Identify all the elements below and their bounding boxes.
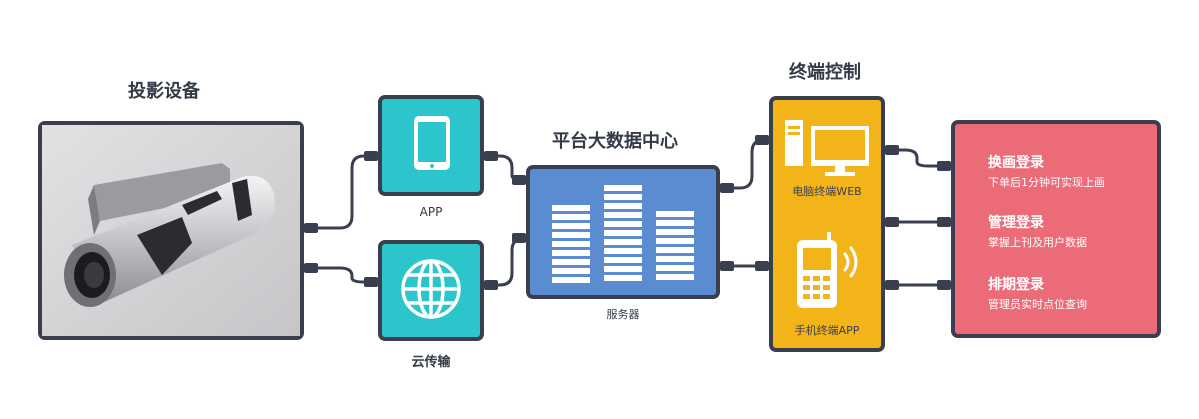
mobile-phone-icon [797,232,858,308]
globe-icon [401,259,461,319]
server-caption: 服务器 [606,308,640,321]
login-subtitle-admin: 掌握上刊及用户数据 [988,236,1087,249]
device-title: 投影设备 [128,81,200,102]
login-title-swap: 换画登录 [988,155,1044,171]
login-subtitle-swap: 下单后1分钟可实现上画 [988,176,1105,189]
tablet-icon [414,116,450,170]
phone-caption: 手机终端APP [794,324,860,337]
app-box [378,95,484,196]
server-rack-icon [552,185,694,283]
server-box [526,165,720,299]
cloud-caption: 云传输 [411,355,451,370]
projector-image [42,125,300,336]
login-panel: 换画登录 下单后1分钟可实现上画 管理登录 掌握上刊及用户数据 排期登录 管理员… [951,120,1161,338]
platform-title: 平台大数据中心 [552,131,678,152]
login-title-schedule: 排期登录 [988,277,1044,293]
terminal-control-box: 电脑终端WEB 手机终端APP [769,96,885,352]
app-caption: APP [419,205,443,219]
projector-device-box [38,121,304,340]
cloud-box [378,240,484,341]
login-title-admin: 管理登录 [988,215,1044,231]
computer-icon [785,120,869,176]
pc-caption: 电脑终端WEB [792,185,862,198]
login-subtitle-schedule: 管理员实时点位查询 [988,298,1087,311]
terminal-title: 终端控制 [789,62,861,83]
